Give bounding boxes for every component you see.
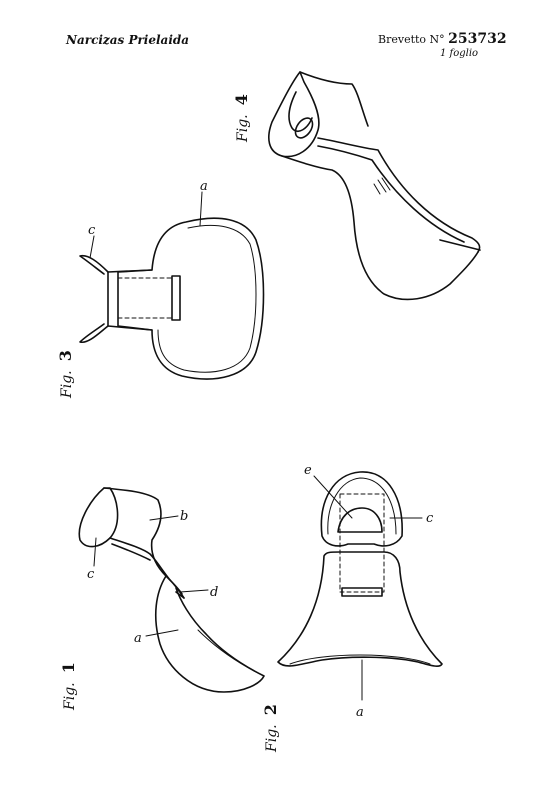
fig1-label-a: a	[134, 631, 142, 646]
fig2-cup-outline	[320, 471, 403, 547]
fig1-label-b: b	[180, 509, 188, 524]
fig2-opening	[337, 507, 383, 533]
fig3-body-inner	[157, 224, 257, 373]
fig3-cup-bottom	[79, 323, 109, 344]
fig3-prefix: Fig.	[59, 370, 75, 399]
patent-prefix: Brevetto N°	[378, 33, 445, 46]
fig4-cup-outline	[268, 71, 320, 158]
fig1-label-c: c	[87, 567, 95, 582]
fig3-body-outline	[117, 217, 265, 380]
fig1-leader-b	[149, 515, 179, 521]
fig4-cup-inner	[288, 91, 313, 133]
fig4-rim	[299, 71, 369, 127]
figure-4: Fig. 4	[232, 71, 481, 301]
fig2-caption: Fig. 2	[261, 704, 280, 753]
fig4-number: 4	[232, 94, 251, 105]
fig3-slot	[171, 275, 181, 321]
fig2-slot	[341, 587, 383, 597]
fig1-funnel-band	[111, 543, 151, 561]
fig3-label-a: a	[200, 179, 208, 194]
fig2-label-c: c	[426, 511, 434, 526]
fig2-label-a: a	[356, 705, 364, 720]
fig3-number: 3	[56, 350, 75, 361]
fig2-body-outline	[277, 551, 443, 667]
fig2-body-bottom-inner	[289, 654, 431, 665]
fig1-leader-c	[93, 537, 97, 567]
fig1-funnel-inner	[109, 537, 171, 581]
figure-2: e c a Fig. 2	[261, 463, 443, 753]
fig4-back-outline	[317, 137, 481, 253]
fig1-leader-d	[179, 589, 209, 593]
fig3-caption: Fig. 3	[56, 350, 75, 399]
fig1-body-outline	[154, 575, 265, 693]
inventor-name: Narcizas Prielaida	[66, 33, 190, 47]
fig2-number: 2	[261, 704, 280, 715]
fig3-neck-top	[107, 269, 153, 273]
fig1-number: 1	[59, 662, 78, 673]
patent-number-line: Brevetto N° 253732	[378, 31, 507, 47]
fig3-leader-a	[199, 191, 203, 227]
fig4-edge	[439, 239, 481, 251]
fig2-label-e: e	[304, 463, 312, 478]
fig4-back-inner	[317, 145, 465, 243]
fig3-label-c: c	[88, 223, 96, 238]
sheet-count: 1 foglio	[440, 48, 479, 59]
figure-3: c a Fig. 3	[56, 179, 265, 399]
fig3-cup-top	[79, 254, 109, 275]
fig4-belly-outline	[281, 155, 479, 301]
fig3-neck-bottom	[107, 325, 153, 331]
fig1-leader-a	[145, 629, 179, 637]
fig3-leader-c	[89, 235, 95, 259]
fig1-body-inner	[197, 629, 261, 675]
figure-1: c b d a Fig. 1	[59, 487, 265, 711]
fig1-caption: Fig. 1	[59, 662, 78, 711]
fig2-neck-hidden	[339, 493, 385, 593]
fig4-caption: Fig. 4	[232, 94, 251, 143]
fig2-prefix: Fig.	[264, 724, 280, 753]
fig1-label-d: d	[210, 585, 218, 600]
fig2-leader-e	[313, 475, 353, 519]
fig4-prefix: Fig.	[235, 114, 251, 143]
patent-number: 253732	[448, 31, 507, 47]
fig1-prefix: Fig.	[62, 682, 78, 711]
fig2-cup-inner	[327, 477, 397, 535]
fig1-tube	[165, 575, 185, 599]
fig4-clip	[373, 177, 391, 195]
fig4-opening	[294, 117, 314, 139]
